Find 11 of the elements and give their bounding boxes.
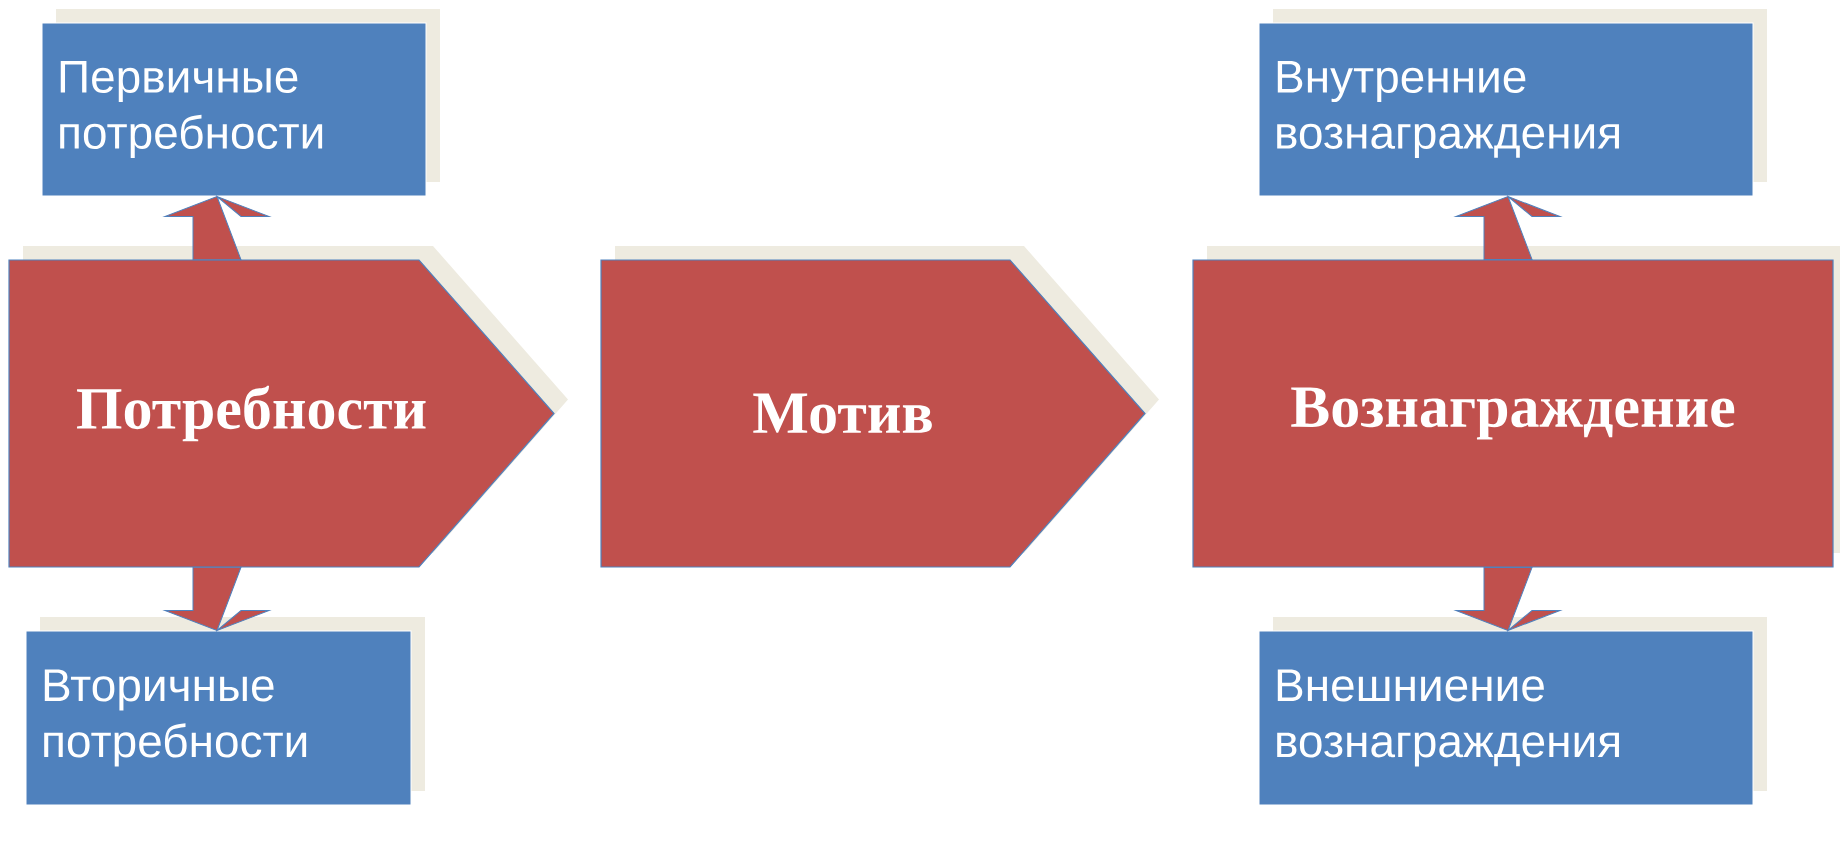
block-arrow: [164, 196, 270, 261]
process-box: Вознаграждение: [1192, 246, 1840, 568]
text-box: Внутренние вознаграждения: [1258, 9, 1767, 197]
text-box: Первичные потребности: [41, 9, 440, 197]
chevron-box: Мотив: [600, 246, 1159, 568]
block-arrow: [1455, 196, 1561, 260]
block-arrow: [164, 566, 270, 631]
text-box: Вторичные потребности: [25, 617, 425, 806]
chevron-box: Потребности: [8, 246, 568, 568]
text-box: Внешниение вознаграждения: [1258, 617, 1767, 806]
block-arrow: [1455, 567, 1561, 631]
